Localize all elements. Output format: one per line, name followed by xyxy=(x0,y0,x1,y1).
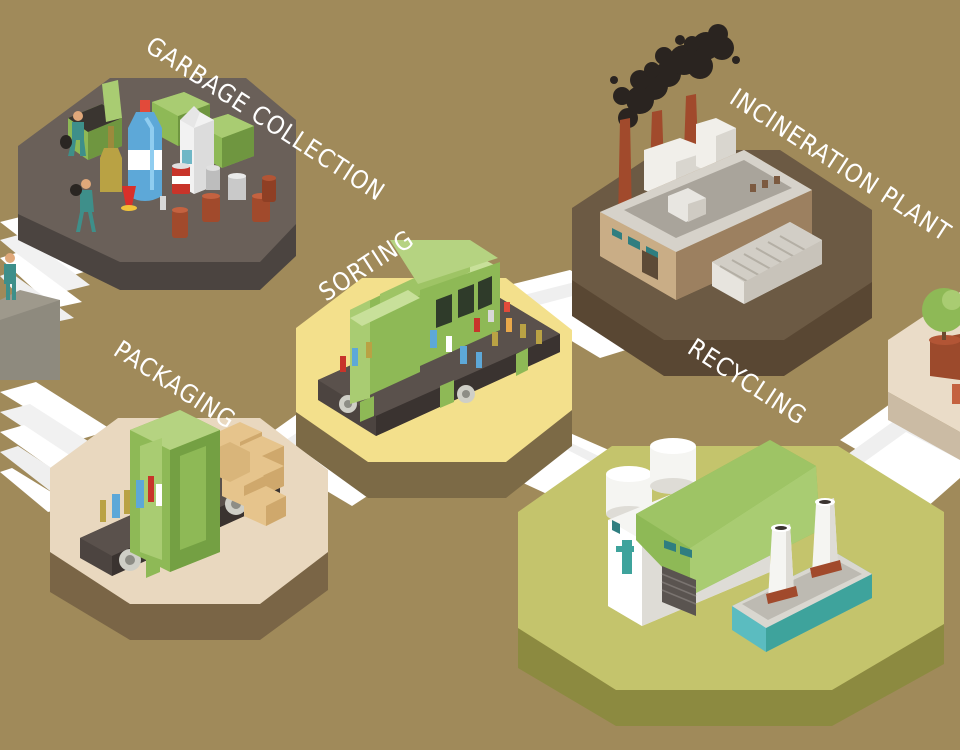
smokestack xyxy=(810,498,842,578)
potted-tree xyxy=(922,288,960,404)
bottles-on-belt xyxy=(100,476,162,522)
tin-can xyxy=(206,165,220,190)
glass-bottle xyxy=(100,126,122,192)
bottles-on-belt xyxy=(340,302,542,372)
water-bottle xyxy=(128,100,162,201)
smokestack xyxy=(766,524,798,604)
small-bottle xyxy=(160,196,166,210)
tin-can xyxy=(228,173,246,200)
red-cup xyxy=(121,186,137,211)
worker-figure xyxy=(4,253,16,300)
worker-figure xyxy=(60,111,86,156)
incineration-plant xyxy=(600,24,822,304)
recycling-plant xyxy=(606,438,872,652)
barrel xyxy=(172,207,188,238)
barrel xyxy=(262,175,276,202)
smoke-cloud-icon xyxy=(610,24,740,128)
red-can xyxy=(172,163,190,194)
barrel xyxy=(202,193,220,222)
garbage-scene xyxy=(4,80,276,300)
worker-figure xyxy=(70,179,96,232)
sorting-machine xyxy=(318,240,560,436)
packaging-machine xyxy=(80,410,286,578)
cardboard-boxes xyxy=(208,422,286,526)
